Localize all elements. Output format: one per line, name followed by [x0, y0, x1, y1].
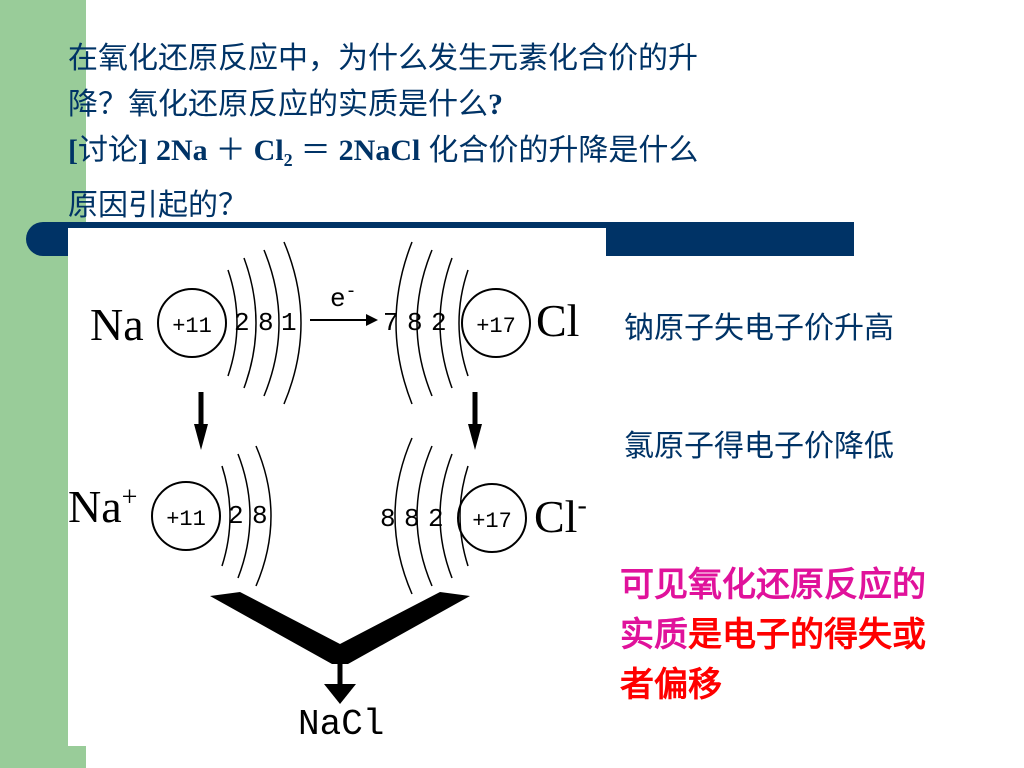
product-nacl: NaCl	[298, 704, 384, 745]
cl-ion-symbol: Cl-	[534, 490, 587, 542]
conclusion-part-2: 是电子的得失或者偏移	[620, 615, 926, 705]
cl-ion-shell-3: 2	[428, 504, 444, 534]
question-mark: ?	[488, 88, 503, 121]
cl-shell-arcs	[395, 241, 469, 405]
discussion-line-2: 原因引起的？	[68, 188, 248, 223]
equation-reactant-cl: Cl	[253, 134, 284, 167]
electron-transfer-arrow-head	[366, 314, 378, 326]
na-nucleus-circle	[157, 288, 227, 358]
conclusion-part-1: 可见氧化还原反应的实质	[620, 565, 926, 655]
slide-title: 在氧化还原反应中，为什么发生元素化合价的升 降？氧化还原反应的实质是什么? [讨…	[68, 36, 968, 229]
na-shell-1: 2	[234, 308, 250, 338]
diagram-svg: Na +11 2 8 1 e- 7 8	[68, 241, 587, 745]
cl-ion-nucleus-circle	[457, 483, 527, 553]
cl-ion-shell-arcs	[394, 437, 469, 595]
na-atom-symbol: Na	[90, 299, 144, 350]
equation-reactant-na: 2Na	[156, 134, 208, 167]
cl-down-arrow-head	[468, 424, 482, 450]
bracket-close: ]	[138, 134, 148, 167]
electron-label: e-	[330, 282, 356, 314]
na-ion-nucleus-charge: +11	[166, 507, 206, 532]
cl-atom-symbol: Cl	[536, 295, 579, 346]
cl-ion-shell-2: 8	[404, 504, 420, 534]
equation-equals: ＝	[300, 133, 331, 168]
equation-plus: ＋	[215, 133, 246, 168]
na-shell-3: 1	[281, 308, 297, 338]
na-ion-shell-2: 8	[252, 501, 268, 531]
electron-transfer-diagram: Na +11 2 8 1 e- 7 8	[68, 228, 606, 746]
chlorine-explanation: 氯原子得电子价降低	[624, 429, 894, 464]
cl-shell-1: 7	[383, 308, 399, 338]
cl-ion-nucleus-charge: +17	[472, 509, 512, 534]
na-ion-symbol: Na+	[68, 481, 137, 532]
na-shell-arcs	[227, 241, 302, 405]
sodium-explanation: 钠原子失电子价升高	[624, 311, 894, 346]
question-line-2: 降？氧化还原反应的实质是什么?	[68, 82, 968, 128]
equation-product: 2NaCl	[338, 134, 421, 167]
question-line-1: 在氧化还原反应中，为什么发生元素化合价的升	[68, 41, 698, 76]
cl-ion-shell-1: 8	[380, 504, 396, 534]
question-line-2-text: 降？氧化还原反应的实质是什么	[68, 87, 488, 122]
bracket-open: [	[68, 134, 78, 167]
merge-arrow-head	[324, 684, 356, 704]
conclusion-text: 可见氧化还原反应的实质是电子的得失或者偏移	[620, 560, 950, 710]
equation-subscript: 2	[283, 150, 293, 170]
na-shell-2: 8	[258, 308, 274, 338]
discussion-word: 讨论	[78, 133, 138, 168]
na-ion-shell-arcs	[221, 445, 272, 587]
na-ion-shell-1: 2	[228, 501, 244, 531]
merge-arrow-body	[210, 592, 470, 664]
na-nucleus-charge: +11	[172, 314, 212, 339]
cl-shell-3: 2	[431, 308, 447, 338]
na-ion-nucleus-circle	[151, 481, 221, 551]
discussion-question: 化合价的升降是什么	[428, 133, 699, 168]
cl-nucleus-charge: +17	[476, 314, 516, 339]
na-down-arrow-head	[194, 424, 208, 450]
cl-nucleus-circle	[461, 288, 531, 358]
cl-shell-2: 8	[407, 308, 423, 338]
